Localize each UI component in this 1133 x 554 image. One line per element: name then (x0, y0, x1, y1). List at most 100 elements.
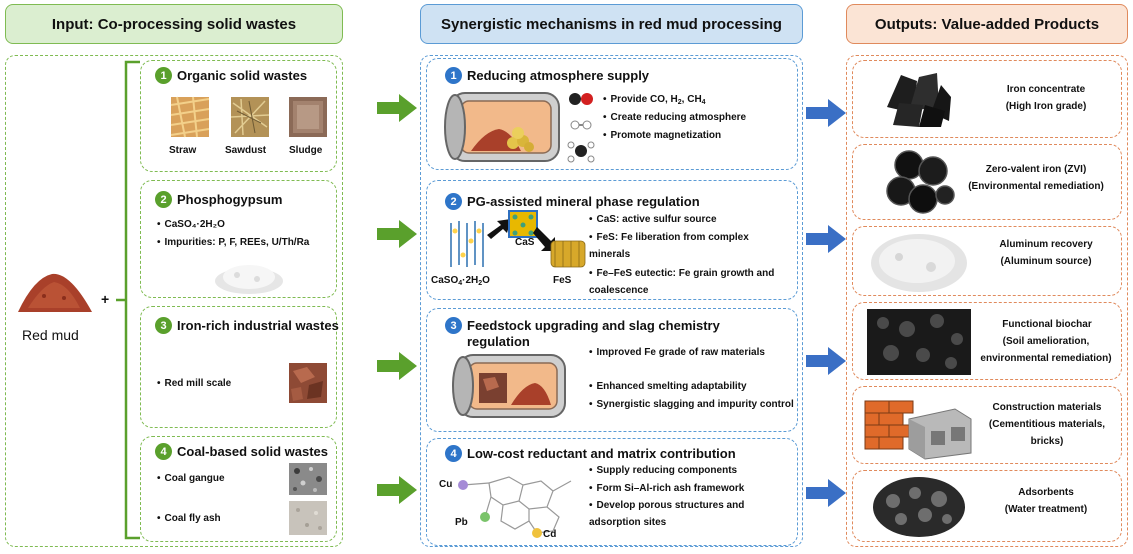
ash-framework-image (458, 476, 572, 538)
bracket (116, 60, 140, 540)
output-iron-concentrate: Iron concentrate (High Iron grade) (852, 60, 1122, 138)
outputs-header: Outputs: Value-added Products (846, 4, 1128, 44)
bullet: Improved Fe grade of raw materials (589, 347, 765, 358)
zvi-image (886, 150, 955, 214)
mechanisms-column-frame (420, 55, 803, 547)
green-arrow-icon (377, 476, 417, 504)
output-detail: (High Iron grade) (1005, 101, 1087, 112)
green-arrow-icon (377, 352, 417, 380)
mechanisms-header: Synergistic mechanisms in red mud proces… (420, 4, 803, 44)
step-number: 2 (445, 193, 462, 210)
output-detail: (Soil amelioration, environmental remedi… (980, 336, 1112, 364)
step-number: 1 (445, 67, 462, 84)
output-name: Iron concentrate (1006, 84, 1086, 95)
card-title: Low-cost reductant and matrix contributi… (467, 446, 736, 461)
cu-label: Cu (439, 479, 453, 490)
straw-image (170, 96, 210, 138)
bullet: Create reducing atmosphere (603, 112, 747, 123)
input-card-coal: 4 Coal-based solid wastes Coal gangue Co… (140, 436, 337, 542)
output-detail: (Cementitious materials, bricks) (988, 419, 1106, 447)
output-name: Zero-valent iron (ZVI) (985, 164, 1087, 175)
output-aluminum: Aluminum recovery (Aluminum source) (852, 226, 1122, 296)
bullet: Fe–FeS eutectic: Fe grain growth and coa… (589, 265, 789, 299)
output-detail: (Aluminum source) (1000, 256, 1092, 267)
bullet: Develop porous structures and adsorption… (589, 497, 789, 531)
aluminum-image (871, 234, 967, 292)
crystal-structures-image (450, 210, 586, 268)
bullet: CaS: active sulfur source (589, 214, 717, 225)
furnace-tube-image (452, 354, 566, 418)
furnace-tube-image (444, 92, 560, 162)
output-name: Functional biochar (1002, 319, 1092, 330)
phosphogypsum-image (215, 265, 283, 294)
outputs-header-text: Outputs: Value-added Products (874, 15, 1100, 33)
output-biochar: Functional biochar (Soil amelioration, e… (852, 302, 1122, 380)
output-construction: Construction materials (Cementitious mat… (852, 386, 1122, 464)
caso4-label: CaSO4·2H2O (431, 275, 490, 287)
sludge-label: Sludge (289, 145, 323, 156)
card-title: Organic solid wastes (177, 68, 308, 83)
input-card-organic: 1 Organic solid wastes Straw Sawdust Slu… (140, 60, 337, 172)
coal-gangue-image (289, 463, 327, 495)
coal-fly-ash-image (289, 501, 327, 535)
bullet: Supply reducing components (589, 465, 738, 476)
green-arrow-icon (377, 94, 417, 122)
blue-arrow-icon (806, 225, 846, 253)
output-detail: (Environmental remediation) (968, 181, 1104, 192)
blue-arrow-icon (806, 479, 846, 507)
bullet: Synergistic slagging and impurity contro… (589, 396, 799, 413)
blue-arrow-icon (806, 347, 846, 375)
red-mud-label: Red mud (22, 327, 79, 343)
card-title: PG-assisted mineral phase regulation (467, 194, 700, 209)
outputs-column-frame (846, 55, 1128, 547)
step-number: 1 (155, 67, 172, 84)
mechanism-card-reducing-atmosphere: 1 Reducing atmosphere supply Provide CO,… (426, 58, 798, 170)
molecule-icons (567, 93, 595, 163)
sawdust-image (230, 97, 270, 137)
mechanism-card-feedstock-upgrading: 3 Feedstock upgrading and slag chemistry… (426, 308, 798, 432)
card-title: Phosphogypsum (177, 192, 283, 207)
bullet: FeS: Fe liberation from complex minerals (589, 229, 789, 263)
input-header-text: Input: Co-processing solid wastes (51, 15, 297, 33)
step-number: 2 (155, 191, 172, 208)
bullet: Promote magnetization (603, 130, 722, 141)
bullet: Form Si–Al-rich ash framework (589, 483, 745, 494)
adsorbents-image (873, 477, 965, 537)
bullet: CaSO₄·2H₂O (157, 219, 225, 230)
output-name: Construction materials (992, 402, 1102, 413)
bullet: Red mill scale (157, 378, 232, 389)
cas-label: CaS (515, 237, 535, 248)
step-number: 3 (445, 317, 462, 334)
sludge-image (289, 97, 327, 137)
step-number: 4 (155, 443, 172, 460)
mechanisms-header-text: Synergistic mechanisms in red mud proces… (441, 15, 782, 33)
bullet: Coal gangue (157, 473, 225, 484)
mechanism-card-low-cost-reductant: 4 Low-cost reductant and matrix contribu… (426, 438, 798, 546)
card-title: Iron-rich industrial wastes (177, 318, 339, 333)
biochar-image (867, 309, 971, 375)
card-title: Feedstock upgrading and slag chemistry r… (467, 318, 720, 349)
bullet: Coal fly ash (157, 513, 221, 524)
bullet: Provide CO, H2, CH4 (603, 94, 706, 106)
step-number: 4 (445, 445, 462, 462)
construction-materials-image (864, 400, 972, 460)
pb-label: Pb (455, 517, 468, 528)
card-title: Coal-based solid wastes (177, 444, 328, 459)
red-mud-image (18, 273, 92, 312)
output-zvi: Zero-valent iron (ZVI) (Environmental re… (852, 144, 1122, 220)
red-mill-scale-image (289, 363, 327, 403)
fes-label: FeS (553, 275, 572, 286)
mechanism-card-pg-assisted: 2 PG-assisted mineral phase regulation C… (426, 180, 798, 300)
input-card-phosphogypsum: 2 Phosphogypsum CaSO₄·2H₂O Impurities: P… (140, 180, 337, 298)
card-title: Reducing atmosphere supply (467, 68, 650, 83)
output-detail: (Water treatment) (1004, 504, 1088, 515)
iron-concentrate-image (887, 73, 951, 127)
plus-sign: + (101, 291, 110, 307)
input-card-iron-rich: 3 Iron-rich industrial wastes Red mill s… (140, 306, 339, 428)
sawdust-label: Sawdust (225, 145, 267, 156)
output-adsorbents: Adsorbents (Water treatment) (852, 470, 1122, 542)
blue-arrow-icon (806, 99, 846, 127)
output-name: Adsorbents (1018, 487, 1074, 498)
straw-label: Straw (169, 145, 197, 156)
cd-label: Cd (543, 529, 557, 540)
